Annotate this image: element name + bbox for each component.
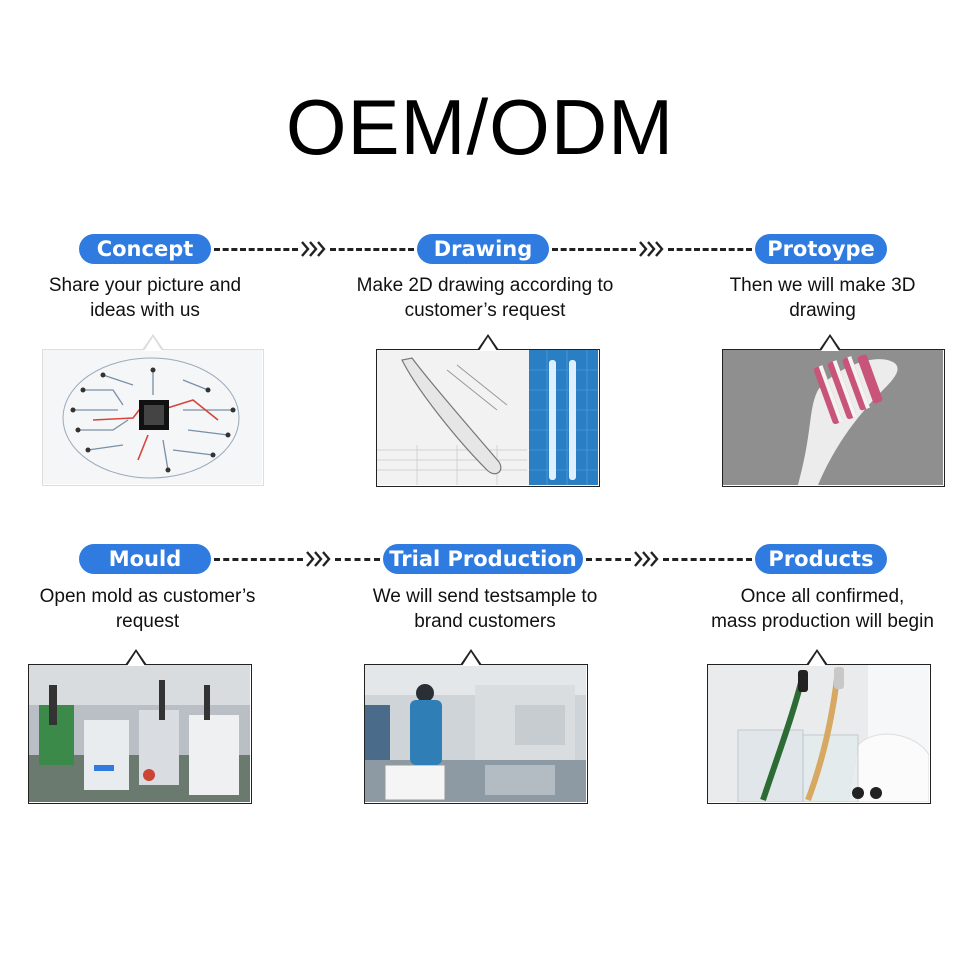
chevrons-right-icon: [636, 239, 668, 259]
step-connector: [214, 544, 380, 574]
factory-machines-image: [28, 649, 252, 804]
step-pill-products: Products: [755, 544, 887, 574]
chevrons-right-icon: [631, 549, 663, 569]
circuit-brain-image: [42, 334, 264, 486]
page-title: OEM/ODM: [285, 83, 675, 171]
step-pill-concept: Concept: [79, 234, 211, 264]
step-connector: [552, 234, 752, 264]
production-line-image: [364, 649, 588, 804]
step-connector: [586, 544, 752, 574]
step-pill-drawing: Drawing: [417, 234, 549, 264]
toothbrush-glass-image: [707, 649, 931, 804]
step-description: Once all confirmed,mass production will …: [711, 586, 934, 632]
chevrons-right-icon: [303, 549, 335, 569]
step-pill-mould: Mould: [79, 544, 211, 574]
step-connector: [214, 234, 414, 264]
step-pill-trial-production: Trial Production: [383, 544, 583, 574]
step-pill-protoype: Protoype: [755, 234, 887, 264]
chevrons-right-icon: [298, 239, 330, 259]
toothbrush-sketch-image: [376, 334, 600, 487]
toothbrush-3d-image: [722, 334, 945, 487]
